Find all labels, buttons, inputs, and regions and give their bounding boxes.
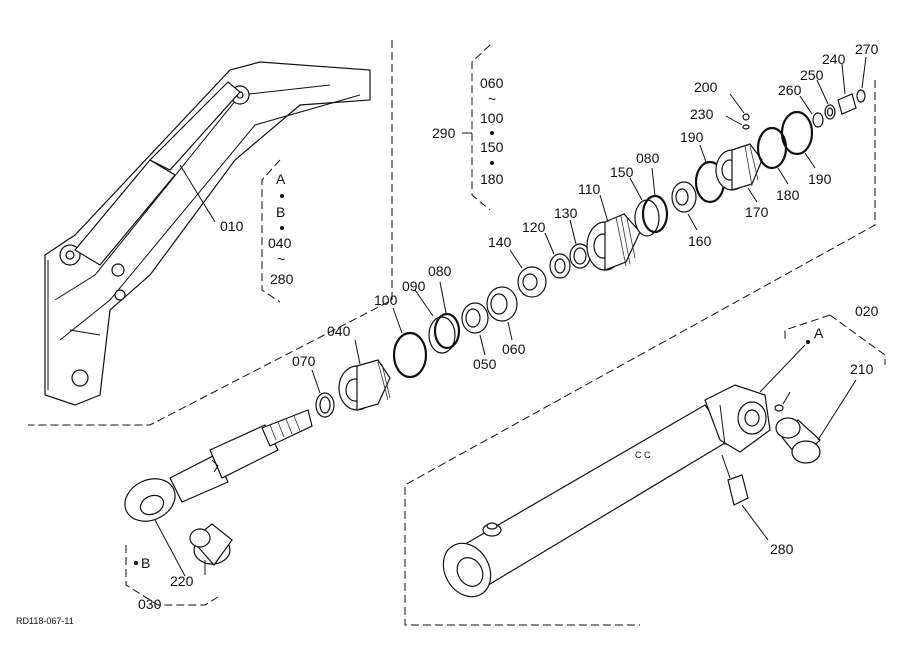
- label-b: B: [141, 555, 150, 571]
- label-260: 260: [778, 82, 802, 98]
- range-dot-1: [490, 131, 494, 135]
- label-190a: 190: [680, 129, 704, 145]
- label-220: 220: [170, 573, 194, 589]
- range-100: 100: [480, 110, 504, 126]
- boundary-020-top: [784, 314, 831, 342]
- part-150: [634, 199, 660, 237]
- label-020: 020: [855, 303, 879, 319]
- range-legend-290: 290 060 ~ 100 150 180: [432, 44, 504, 211]
- label-130: 130: [554, 205, 578, 221]
- range-tilde: ~: [488, 91, 496, 107]
- legend-tilde: ~: [277, 251, 285, 267]
- label-040: 040: [327, 323, 351, 339]
- label-100: 100: [374, 292, 398, 308]
- label-150: 150: [610, 164, 634, 180]
- label-250: 250: [800, 67, 824, 83]
- part-240: [837, 93, 857, 115]
- legend-040: 040: [268, 235, 292, 251]
- label-170: 170: [745, 204, 769, 220]
- part-080: [433, 312, 461, 350]
- part-200: [742, 113, 750, 121]
- part-270: [856, 89, 866, 103]
- label-290: 290: [432, 125, 456, 141]
- part-300: [774, 404, 784, 412]
- tube-mark: C C: [635, 450, 651, 460]
- label-180: 180: [776, 187, 800, 203]
- part-100-oring: [392, 331, 428, 379]
- legend-dot-2: [280, 226, 284, 230]
- rod-neck: [169, 454, 229, 503]
- cylinder-tube-020: C C: [442, 384, 771, 598]
- label-160: 160: [688, 233, 712, 249]
- part-190b: [780, 110, 814, 156]
- legend-280: 280: [270, 271, 294, 287]
- part-230: [742, 124, 750, 130]
- label-080a: 080: [428, 263, 452, 279]
- legend-b: B: [276, 204, 285, 220]
- dot-a: [806, 340, 810, 344]
- part-260: [812, 112, 824, 128]
- bushing-220-bore: [189, 528, 211, 548]
- label-280: 280: [770, 541, 794, 557]
- label-190b: 190: [808, 171, 832, 187]
- label-140: 140: [488, 234, 512, 250]
- label-030: 030: [138, 596, 162, 612]
- label-010: 010: [220, 218, 244, 234]
- label-080b: 080: [636, 150, 660, 166]
- label-050: 050: [473, 356, 497, 372]
- label-210: 210: [850, 361, 874, 377]
- rod-eye-bore: [139, 494, 165, 516]
- rod-thread: [261, 409, 313, 447]
- label-070: 070: [292, 353, 316, 369]
- legend-a: A: [276, 171, 286, 187]
- part-110-piston: [586, 194, 641, 271]
- range-060: 060: [480, 75, 504, 91]
- part-210-bushing: [775, 379, 857, 464]
- dot-b: [134, 561, 138, 565]
- leader-010: [179, 164, 216, 223]
- boundary-030: [125, 545, 219, 606]
- range-legend-left: A B 040 ~ 280: [261, 159, 294, 303]
- boom-cylinder-rod: [148, 81, 241, 171]
- piston-rod-assembly: [124, 409, 313, 606]
- boom-boundary: [28, 40, 393, 426]
- rod-shaft: [209, 424, 279, 479]
- part-170: [715, 143, 763, 203]
- legend-dot-1: [280, 194, 284, 198]
- range-dot-2: [490, 161, 494, 165]
- boom-assembly: [28, 40, 393, 426]
- label-090: 090: [402, 278, 426, 294]
- label-200: 200: [694, 79, 718, 95]
- boundary-020-right: [829, 314, 886, 365]
- grease-fitting-280: [727, 474, 749, 506]
- cylinder-boundary: [404, 80, 876, 626]
- label-240: 240: [822, 51, 846, 67]
- range-150: 150: [480, 139, 504, 155]
- range-180: 180: [480, 171, 504, 187]
- label-a: A: [814, 325, 824, 341]
- label-120: 120: [522, 219, 546, 235]
- drawing-code: RD118-067-11: [16, 616, 74, 626]
- label-270: 270: [855, 41, 879, 57]
- label-060: 060: [502, 341, 526, 357]
- part-040-gland: [338, 339, 391, 411]
- label-230: 230: [690, 106, 714, 122]
- label-110: 110: [578, 181, 601, 197]
- cylinder-tube: [454, 404, 731, 591]
